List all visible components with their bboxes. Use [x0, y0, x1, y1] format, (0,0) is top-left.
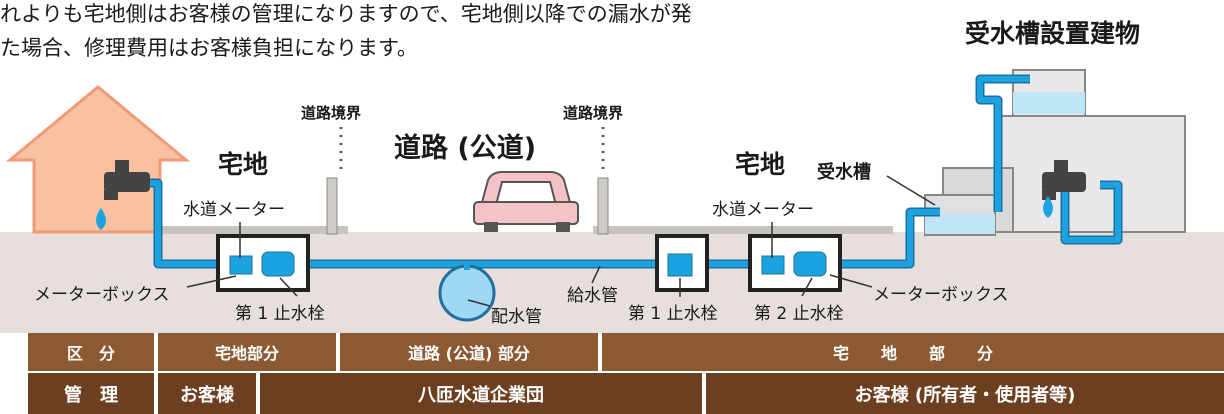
- distribution-pipe-label: 配水管: [491, 307, 542, 327]
- meter-box-label-right: メーターボックス: [873, 285, 1009, 305]
- residence-label-right: 宅地: [735, 150, 786, 179]
- faucet-icon: [96, 160, 150, 230]
- curb-left: [160, 226, 348, 234]
- tank-building: [924, 69, 1186, 236]
- leader-lines: [186, 175, 936, 307]
- curb-right: [593, 226, 893, 234]
- car-icon: [473, 171, 579, 232]
- meter-box-right: [748, 234, 842, 292]
- fence-post-right: [597, 177, 609, 235]
- stop-valve-1-label-right: 第 1 止水栓: [628, 304, 718, 324]
- water-meter-label-right: 水道メーター: [712, 200, 814, 220]
- stop-valve-2-label: 第 2 止水栓: [754, 304, 844, 324]
- stop-valve-box: [655, 234, 709, 292]
- building-title: 受水槽設置建物: [965, 19, 1141, 48]
- service-pipe-label: 給水管: [567, 286, 618, 306]
- service-pipe-fill: [150, 76, 1121, 267]
- table-row2-cell-owner: お客様 (所有者・使用者等): [706, 373, 1224, 414]
- distribution-main-pipe: [438, 264, 496, 322]
- road-label: 道路 (公道): [394, 133, 537, 164]
- meter-box-label-left: メーターボックス: [34, 285, 170, 305]
- building-faucet-icon: [1042, 160, 1086, 218]
- table-row2-cell-customer: お客様: [158, 373, 256, 414]
- road-boundary-label-left: 道路境界: [301, 104, 362, 122]
- stop-valve-1-label-left: 第 1 止水栓: [235, 304, 325, 324]
- intro-text-line-2: た場合、修理費用はお客様負担になります。: [0, 36, 418, 60]
- table-row1-cell-residence-2: 宅 地 部 分: [602, 333, 1224, 371]
- table-row1-header: 区 分: [28, 333, 154, 371]
- receiving-tank-label: 受水槽: [817, 162, 871, 183]
- table-row1-cell-residence: 宅地部分: [158, 333, 336, 371]
- table-row1-cell-road: 道路 (公道) 部分: [340, 333, 598, 371]
- intro-text-line-1: れよりも宅地側はお客様の管理になりますので、宅地側以降での漏水が発: [0, 2, 692, 26]
- residence-label-left: 宅地: [218, 150, 269, 179]
- table-row2-header: 管 理: [28, 373, 154, 414]
- branch-connection: [464, 262, 470, 270]
- water-meter-label-left: 水道メーター: [183, 200, 285, 220]
- fence-post-left: [326, 177, 338, 235]
- road-boundary-label-right: 道路境界: [563, 104, 624, 122]
- meter-box-left: [216, 234, 310, 292]
- table-row2-cell-utility: 八匝水道企業団: [260, 373, 702, 414]
